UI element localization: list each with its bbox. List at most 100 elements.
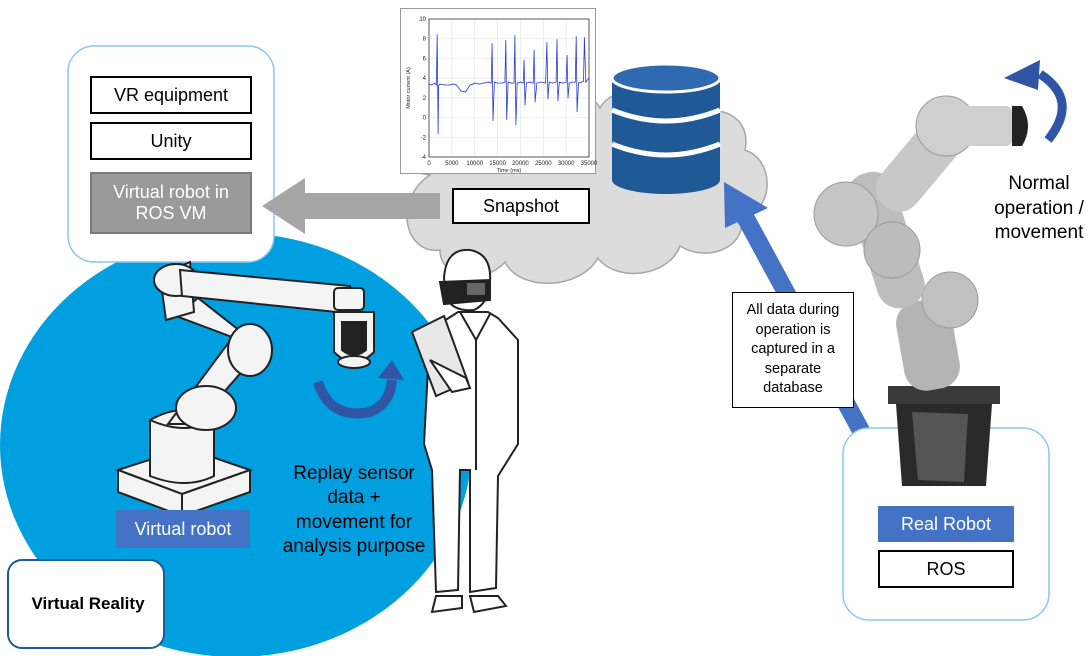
- chart-data-point: [493, 81, 495, 83]
- chart-xtick-label: 20000: [512, 161, 529, 167]
- chart-plot-frame: [428, 18, 590, 158]
- chart-data-point: [438, 85, 440, 87]
- chart-data-point: [534, 101, 536, 103]
- chart-data-point: [431, 84, 433, 86]
- chart-ytick-label: -2: [421, 135, 427, 141]
- virtual-rotation-arrow-icon: [313, 360, 404, 419]
- chart-data-point: [505, 40, 507, 42]
- chart-data-point: [472, 83, 474, 85]
- chart-data-point: [507, 81, 509, 83]
- chart-data-point: [483, 82, 485, 84]
- snapshot-arrow: [262, 178, 440, 234]
- chart-data-point: [585, 81, 587, 83]
- chart-xtick-label: 10000: [466, 161, 483, 167]
- chart-data-point: [524, 104, 526, 106]
- chart-data-point: [437, 132, 439, 134]
- chart-xtick-label: 25000: [535, 161, 552, 167]
- chart-data-point: [558, 81, 560, 83]
- chart-data-point: [556, 39, 558, 41]
- chart-data-point: [460, 90, 462, 92]
- replay-text: Replay sensor data + movement for analys…: [282, 463, 426, 557]
- chart-data-point: [523, 59, 525, 61]
- chart-data-point: [572, 81, 574, 83]
- real-robot-arm-icon: [813, 95, 1028, 486]
- chart-data-point: [583, 37, 585, 39]
- chart-data-point: [515, 123, 517, 125]
- vr-equipment-box: VR equipment: [90, 76, 252, 114]
- unity-box: Unity: [90, 122, 252, 160]
- chart-data-point: [519, 81, 521, 83]
- chart-xlabel: Time (ms): [497, 168, 522, 174]
- chart-data-point: [504, 81, 506, 83]
- chart-ytick-label: 8: [423, 37, 427, 43]
- chart-xtick-label: 15000: [489, 161, 506, 167]
- chart-data-point: [492, 120, 494, 122]
- chart-xtick-label: 0: [427, 161, 431, 167]
- database-capture-note: All data during operation is captured in…: [732, 292, 854, 408]
- chart-data-point: [532, 82, 534, 84]
- chart-data-point: [566, 54, 568, 56]
- chart-ytick-label: 4: [423, 76, 427, 82]
- chart-data-point: [581, 81, 583, 83]
- chart-data-point: [575, 36, 577, 38]
- snapshot-box: Snapshot: [452, 188, 590, 224]
- chart-data-point: [546, 42, 548, 44]
- chart-data-point: [490, 82, 492, 84]
- chart-data-point: [514, 35, 516, 37]
- chart-ytick-label: 0: [423, 116, 427, 122]
- chart-data-point: [522, 82, 524, 84]
- chart-data-point: [577, 82, 579, 84]
- chart-xtick-label: 30000: [558, 161, 575, 167]
- chart-data-point: [428, 83, 430, 85]
- chart-data-point: [540, 81, 542, 83]
- chart-data-point: [510, 82, 512, 84]
- chart-data-point: [435, 84, 437, 86]
- chart-ytick-label: 2: [423, 96, 427, 102]
- chart-data-point: [567, 97, 569, 99]
- chart-data-point: [529, 81, 531, 83]
- chart-data-point: [547, 98, 549, 100]
- real-robot-label: Real Robot: [878, 506, 1014, 542]
- chart-data-point: [469, 84, 471, 86]
- chart-data-point: [497, 82, 499, 84]
- chart-xtick-label: 35000: [581, 161, 597, 167]
- chart-series-line: [428, 34, 590, 134]
- chart-data-point: [478, 83, 480, 85]
- database-icon: [610, 62, 722, 194]
- ros-box: ROS: [878, 550, 1014, 588]
- chart-data-point: [561, 82, 563, 84]
- chart-ytick-label: 10: [419, 17, 426, 23]
- chart-data-point: [533, 50, 535, 52]
- chart-data-point: [506, 119, 508, 121]
- chart-data-point: [433, 82, 435, 84]
- chart-data-point: [465, 91, 467, 93]
- chart-data-point: [491, 43, 493, 45]
- chart-data-point: [487, 81, 489, 83]
- chart-data-point: [568, 82, 570, 84]
- chart-data-point: [576, 111, 578, 113]
- chart-data-point: [536, 82, 538, 84]
- chart-data-point: [555, 81, 557, 83]
- virtual-robot-arm-icon: [114, 260, 375, 518]
- chart-data-point: [548, 81, 550, 83]
- chart-ytick-label: 6: [423, 56, 427, 62]
- normal-operation-text: Normal operation / movement: [994, 173, 1084, 244]
- virtual-reality-label-frame: [7, 559, 165, 649]
- rotation-arrow-icon: [1004, 60, 1067, 143]
- virtual-robot-label: Virtual robot: [116, 510, 250, 548]
- chart-data-point: [557, 100, 559, 102]
- chart-data-point: [501, 82, 503, 84]
- chart-data-point: [583, 80, 585, 82]
- chart-xtick-label: 5000: [445, 161, 459, 167]
- chart-data-point: [439, 83, 441, 85]
- chart-data-point: [513, 82, 515, 84]
- chart-data-point: [516, 82, 518, 84]
- virtual-robot-ros-vm-box: Virtual robot in ROS VM: [90, 172, 252, 234]
- chart-data-point: [565, 81, 567, 83]
- chart-data-point: [452, 83, 454, 85]
- chart-data-point: [449, 84, 451, 86]
- chart-data-point: [474, 82, 476, 84]
- chart-data-point: [455, 84, 457, 86]
